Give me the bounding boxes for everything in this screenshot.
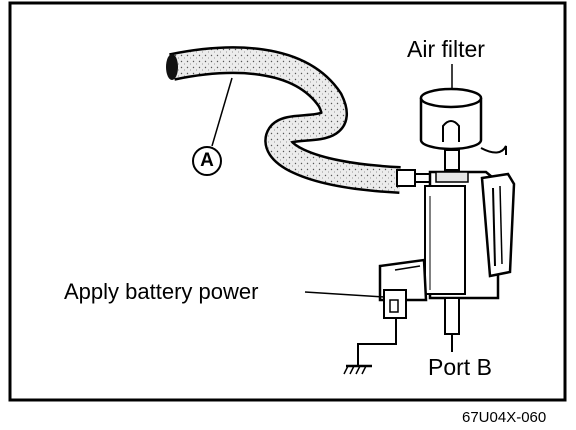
apply-battery-power-label: Apply battery power bbox=[64, 279, 259, 304]
solenoid-valve-body bbox=[424, 170, 516, 300]
figure-frame bbox=[8, 1, 567, 402]
ground-wire bbox=[357, 318, 397, 366]
hose-open-end bbox=[166, 54, 178, 80]
callout-a-label: A bbox=[192, 146, 222, 176]
electrical-connector bbox=[378, 258, 428, 319]
port-b-label: Port B bbox=[428, 354, 492, 380]
port-b-nipple bbox=[444, 297, 460, 352]
vacuum-hose bbox=[166, 46, 401, 194]
air-filter-label: Air filter bbox=[407, 36, 485, 62]
ground-symbol-icon bbox=[343, 364, 372, 375]
figure-code-label: 67U04X-060 bbox=[462, 409, 547, 426]
air-filter bbox=[419, 87, 507, 171]
leader-battery-power bbox=[304, 291, 385, 298]
leader-callout-a bbox=[211, 77, 233, 147]
